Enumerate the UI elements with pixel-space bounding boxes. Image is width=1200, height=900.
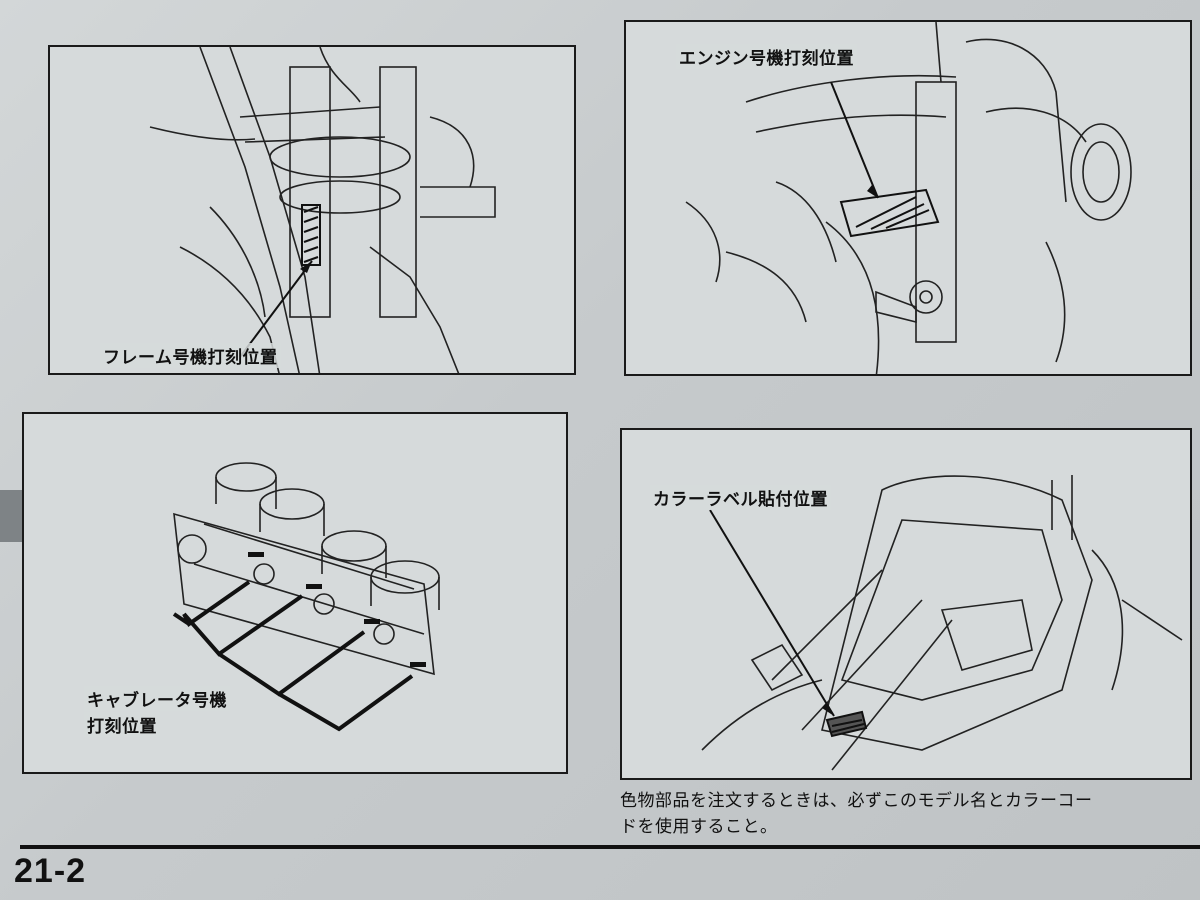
carburetor-number-label-line2: 打刻位置 <box>84 712 160 737</box>
panel-frame-number: フレーム号機打刻位置 <box>48 45 576 375</box>
frame-number-label: フレーム号機打刻位置 <box>100 343 281 368</box>
ordering-note: 色物部品を注文するときは、必ずこのモデル名とカラーコー ドを使用すること。 <box>620 788 1180 840</box>
ordering-note-line1: 色物部品を注文するときは、必ずこのモデル名とカラーコー <box>620 791 1093 811</box>
carburetor-illustration-icon <box>172 462 440 732</box>
panel-carburetor-number: キャブレータ号機 打刻位置 <box>22 412 568 774</box>
footer-rule <box>20 845 1200 849</box>
carburetor-number-label-line1: キャブレータ号機 <box>84 686 230 711</box>
engine-illustration-icon <box>685 22 1132 374</box>
engine-number-label: エンジン号機打刻位置 <box>676 44 857 69</box>
ordering-note-line2: ドを使用すること。 <box>620 817 778 837</box>
section-tab <box>0 490 22 542</box>
panel-engine-number: エンジン号機打刻位置 <box>624 20 1192 376</box>
frame-illustration-icon <box>149 47 496 373</box>
color-label-position-label: カラーラベル貼付位置 <box>650 485 831 510</box>
page-number: 21-2 <box>14 852 87 890</box>
panel-color-label: カラーラベル貼付位置 <box>620 428 1192 780</box>
seat-area-illustration-icon <box>701 475 1183 771</box>
